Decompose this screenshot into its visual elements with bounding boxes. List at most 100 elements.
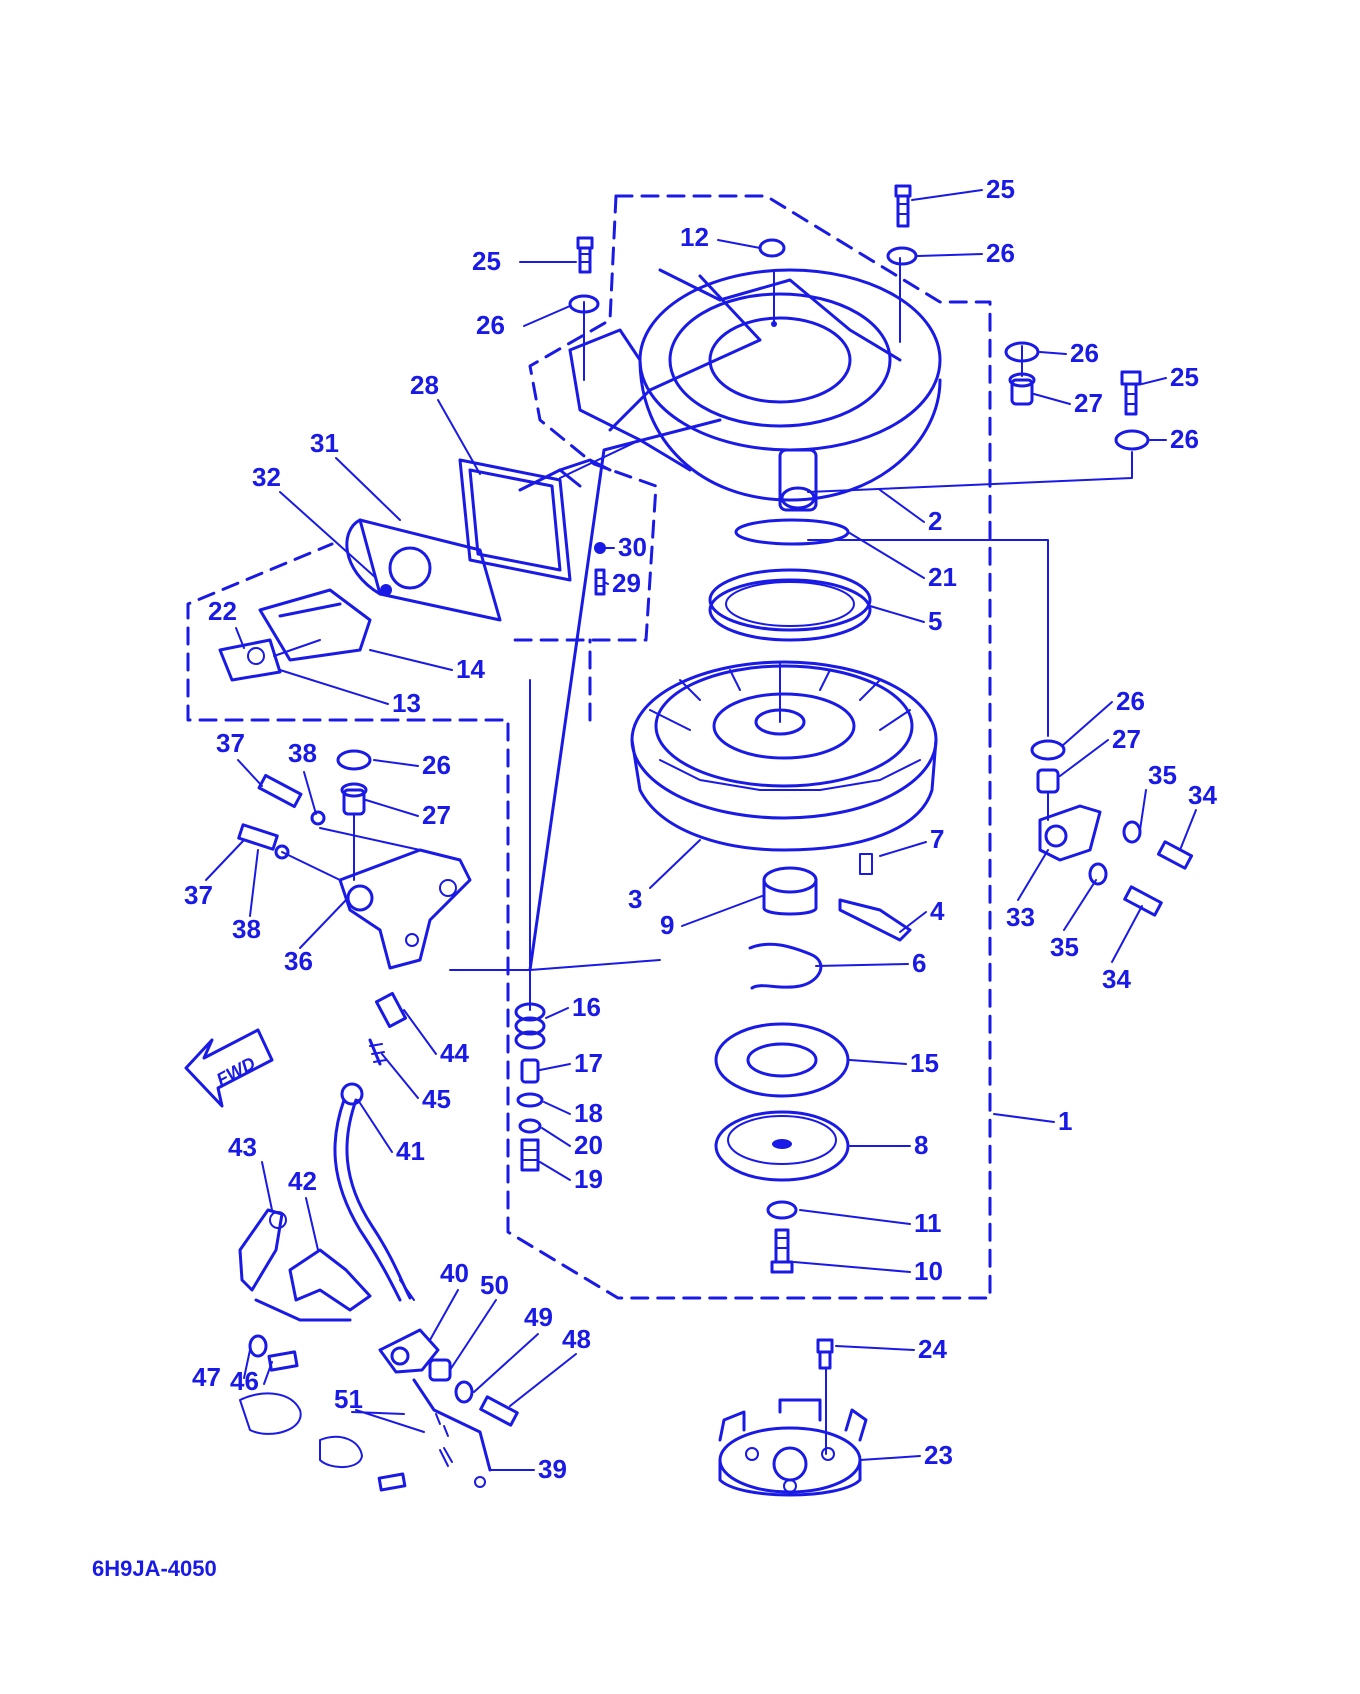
leader-line	[449, 1299, 497, 1371]
leader-line	[263, 1361, 273, 1385]
leader-line	[235, 627, 245, 649]
leader-line	[1111, 905, 1143, 963]
leader-line	[847, 531, 925, 579]
callout-25: 25	[472, 246, 501, 276]
leader-line	[355, 1409, 425, 1433]
callout-24: 24	[918, 1334, 947, 1364]
leader-line	[899, 911, 927, 933]
leader-line	[1061, 701, 1113, 747]
leader-line	[473, 1333, 539, 1393]
callout-26: 26	[986, 238, 1015, 268]
callout-4: 4	[930, 896, 945, 926]
callout-16: 16	[572, 992, 601, 1022]
leader-line	[835, 1345, 915, 1351]
leader-line	[237, 759, 263, 787]
leader-line	[351, 1411, 405, 1415]
pawl-parts	[762, 853, 912, 942]
callout-43: 43	[228, 1132, 257, 1162]
leader-line	[1017, 849, 1049, 901]
sheave-drum	[630, 660, 938, 852]
assembly-boundaries	[186, 194, 992, 1300]
leader-line	[793, 1261, 911, 1273]
callout-27: 27	[1112, 724, 1141, 754]
leader-lines	[205, 189, 1197, 1471]
housing-mount-lines	[583, 257, 1133, 737]
leader-line	[1139, 789, 1147, 831]
leader-line	[437, 399, 481, 475]
leader-line	[205, 839, 245, 881]
callout-33: 33	[1006, 902, 1035, 932]
leader-line	[1063, 879, 1097, 931]
leader-line	[403, 1009, 437, 1055]
cable-assembly	[333, 418, 722, 1302]
leader-line	[357, 1099, 393, 1153]
callout-48: 48	[562, 1324, 591, 1354]
callout-49: 49	[524, 1302, 553, 1332]
callout-8: 8	[914, 1130, 928, 1160]
leader-line	[261, 1161, 273, 1211]
callout-47: 47	[192, 1362, 221, 1392]
leader-line	[993, 1113, 1055, 1123]
callout-40: 40	[440, 1258, 469, 1288]
leader-line	[815, 963, 909, 967]
leader-line	[917, 253, 983, 257]
callout-1: 1	[1058, 1106, 1072, 1136]
callout-20: 20	[574, 1130, 603, 1160]
callout-37: 37	[216, 728, 245, 758]
callout-50: 50	[480, 1270, 509, 1300]
leader-line	[305, 1197, 319, 1251]
leader-line	[681, 895, 763, 927]
callout-25: 25	[1170, 362, 1199, 392]
leader-line	[429, 1289, 459, 1341]
callout-9: 9	[660, 910, 674, 940]
clip-6	[748, 942, 823, 990]
callout-38: 38	[232, 914, 261, 944]
small-stack-parts	[514, 679, 546, 1172]
leader-line	[545, 1007, 569, 1019]
callout-35: 35	[1050, 932, 1079, 962]
callout-12: 12	[680, 222, 709, 252]
callout-25: 25	[986, 174, 1015, 204]
callout-14: 14	[456, 654, 485, 684]
small-fasteners-29-30	[594, 542, 606, 596]
callout-45: 45	[422, 1084, 451, 1114]
callout-17: 17	[574, 1048, 603, 1078]
callout-26: 26	[476, 310, 505, 340]
leader-line	[869, 605, 925, 623]
leader-line	[335, 457, 401, 521]
left-bracket	[237, 749, 472, 970]
leader-line	[1039, 351, 1067, 355]
callout-34: 34	[1102, 964, 1131, 994]
leader-line	[373, 759, 419, 767]
callout-41: 41	[396, 1136, 425, 1166]
callout-34: 34	[1188, 780, 1217, 810]
callout-27: 27	[422, 800, 451, 830]
right-bracket	[1030, 739, 1194, 917]
leader-line	[249, 849, 259, 917]
callout-35: 35	[1148, 760, 1177, 790]
callout-31: 31	[310, 428, 339, 458]
callout-51: 51	[334, 1384, 363, 1414]
leader-line	[243, 1349, 251, 1379]
callout-10: 10	[914, 1256, 943, 1286]
callout-6: 6	[912, 948, 926, 978]
callout-28: 28	[410, 370, 439, 400]
leader-line	[539, 1063, 571, 1071]
leader-line	[1141, 377, 1167, 385]
callout-39: 39	[538, 1454, 567, 1484]
leader-line	[603, 581, 609, 585]
callout-26: 26	[1070, 338, 1099, 368]
leader-line	[543, 1101, 571, 1115]
callout-5: 5	[928, 606, 942, 636]
leader-line	[799, 1209, 911, 1225]
starter-housing	[568, 268, 942, 512]
leader-line	[509, 1353, 577, 1407]
top-bolts	[568, 184, 1150, 451]
callout-19: 19	[574, 1164, 603, 1194]
callout-27: 27	[1074, 388, 1103, 418]
leader-line	[849, 1059, 907, 1065]
leader-line	[649, 839, 701, 889]
callout-38: 38	[288, 738, 317, 768]
spring-parts	[708, 518, 872, 642]
